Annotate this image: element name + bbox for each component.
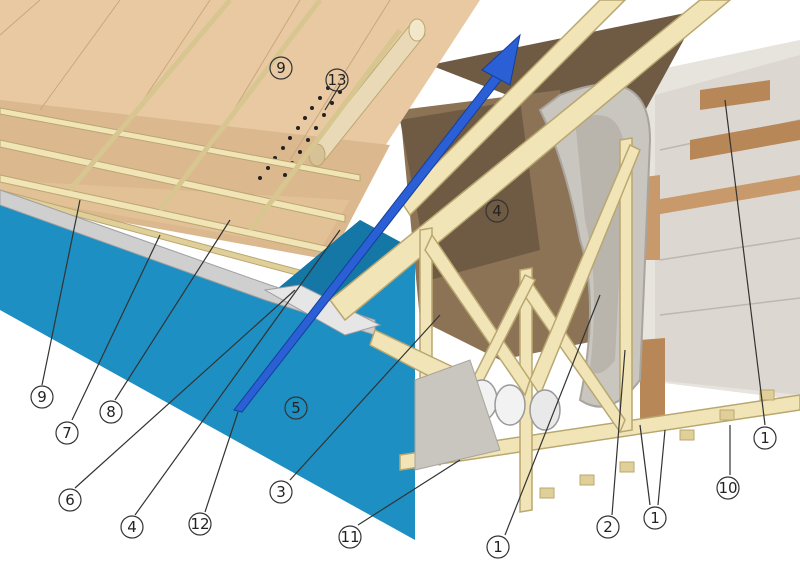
callout-7: 7	[55, 421, 79, 445]
svg-text:4: 4	[127, 518, 137, 536]
svg-text:10: 10	[718, 479, 737, 497]
callout-4-bottom: 4	[120, 515, 144, 539]
callout-4-wall: 4	[485, 199, 509, 223]
callout-9-bottom: 9	[30, 385, 54, 409]
svg-text:3: 3	[276, 483, 286, 501]
svg-text:4: 4	[492, 202, 502, 220]
callout-9-top: 9	[269, 56, 293, 80]
svg-text:2: 2	[603, 518, 613, 536]
svg-text:6: 6	[65, 491, 75, 509]
svg-text:13: 13	[327, 71, 346, 89]
rafter-lines	[68, 0, 402, 232]
svg-text:12: 12	[190, 515, 209, 533]
callout-5: 5	[284, 396, 308, 420]
callout-1-joists: 1	[643, 506, 667, 530]
callout-1-right: 1	[753, 426, 777, 450]
membrane-roll	[308, 18, 426, 167]
eave-flashing-plate	[263, 284, 382, 336]
svg-text:8: 8	[106, 403, 116, 421]
callout-6: 6	[58, 488, 82, 512]
callout-2: 2	[596, 515, 620, 539]
svg-text:11: 11	[340, 528, 359, 546]
callout-12: 12	[188, 512, 212, 536]
insulation-block	[414, 359, 501, 471]
svg-text:5: 5	[291, 399, 301, 417]
svg-text:9: 9	[37, 388, 47, 406]
svg-text:1: 1	[650, 509, 660, 527]
callout-3: 3	[269, 480, 293, 504]
floor-joist-ends	[539, 389, 775, 499]
callout-13: 13	[325, 68, 349, 92]
svg-text:1: 1	[760, 429, 770, 447]
callout-1-truss: 1	[486, 535, 510, 559]
callout-8: 8	[99, 400, 123, 424]
airflow-arrow	[233, 33, 521, 413]
roof-truss	[328, 0, 800, 513]
svg-text:9: 9	[276, 59, 286, 77]
svg-text:7: 7	[62, 424, 72, 442]
leader-lines	[41, 84, 766, 536]
callout-11: 11	[338, 525, 362, 549]
svg-text:1: 1	[493, 538, 503, 556]
counter-battens	[0, 107, 361, 277]
callout-10: 10	[716, 476, 740, 500]
